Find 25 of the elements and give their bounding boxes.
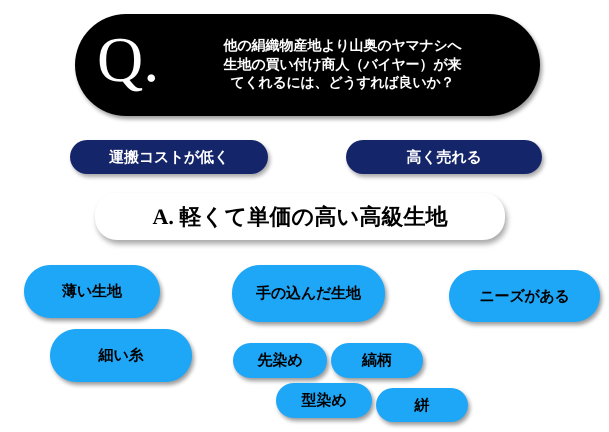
idea-pill [449, 270, 600, 322]
node-label: 高く売れる [406, 148, 482, 166]
question-text: 他の絹織物産地より山奥のヤマナシへ生地の買い付け商人（バイヤー）が来てくれるには、どうすれば良いか？ [222, 36, 462, 94]
node-label: 手の込んだ生地 [256, 284, 361, 303]
answer-box [95, 193, 505, 240]
node-label: 型染め [302, 391, 346, 410]
condition-box [346, 140, 542, 174]
node-label: 絣 [414, 396, 430, 414]
idea-pill [24, 265, 160, 318]
question-mark-heading: Q. [97, 28, 160, 92]
idea-pill [331, 343, 423, 378]
idea-pill [233, 343, 327, 378]
node-label: 先染め [258, 351, 302, 370]
question-banner [75, 14, 540, 116]
node-label: 運搬コストが低く [109, 148, 229, 166]
node-label: 細い糸 [98, 346, 144, 365]
node-label: ニーズがある [480, 286, 570, 306]
node-label: 縞柄 [362, 351, 392, 370]
idea-pill [276, 383, 372, 418]
node-label: 薄い生地 [62, 282, 122, 301]
node-label: A. 軽くて単価の高い高級生地 [152, 202, 448, 230]
idea-pill [376, 388, 468, 422]
idea-pill [232, 265, 385, 322]
idea-pill [50, 329, 192, 382]
condition-box [70, 140, 268, 174]
